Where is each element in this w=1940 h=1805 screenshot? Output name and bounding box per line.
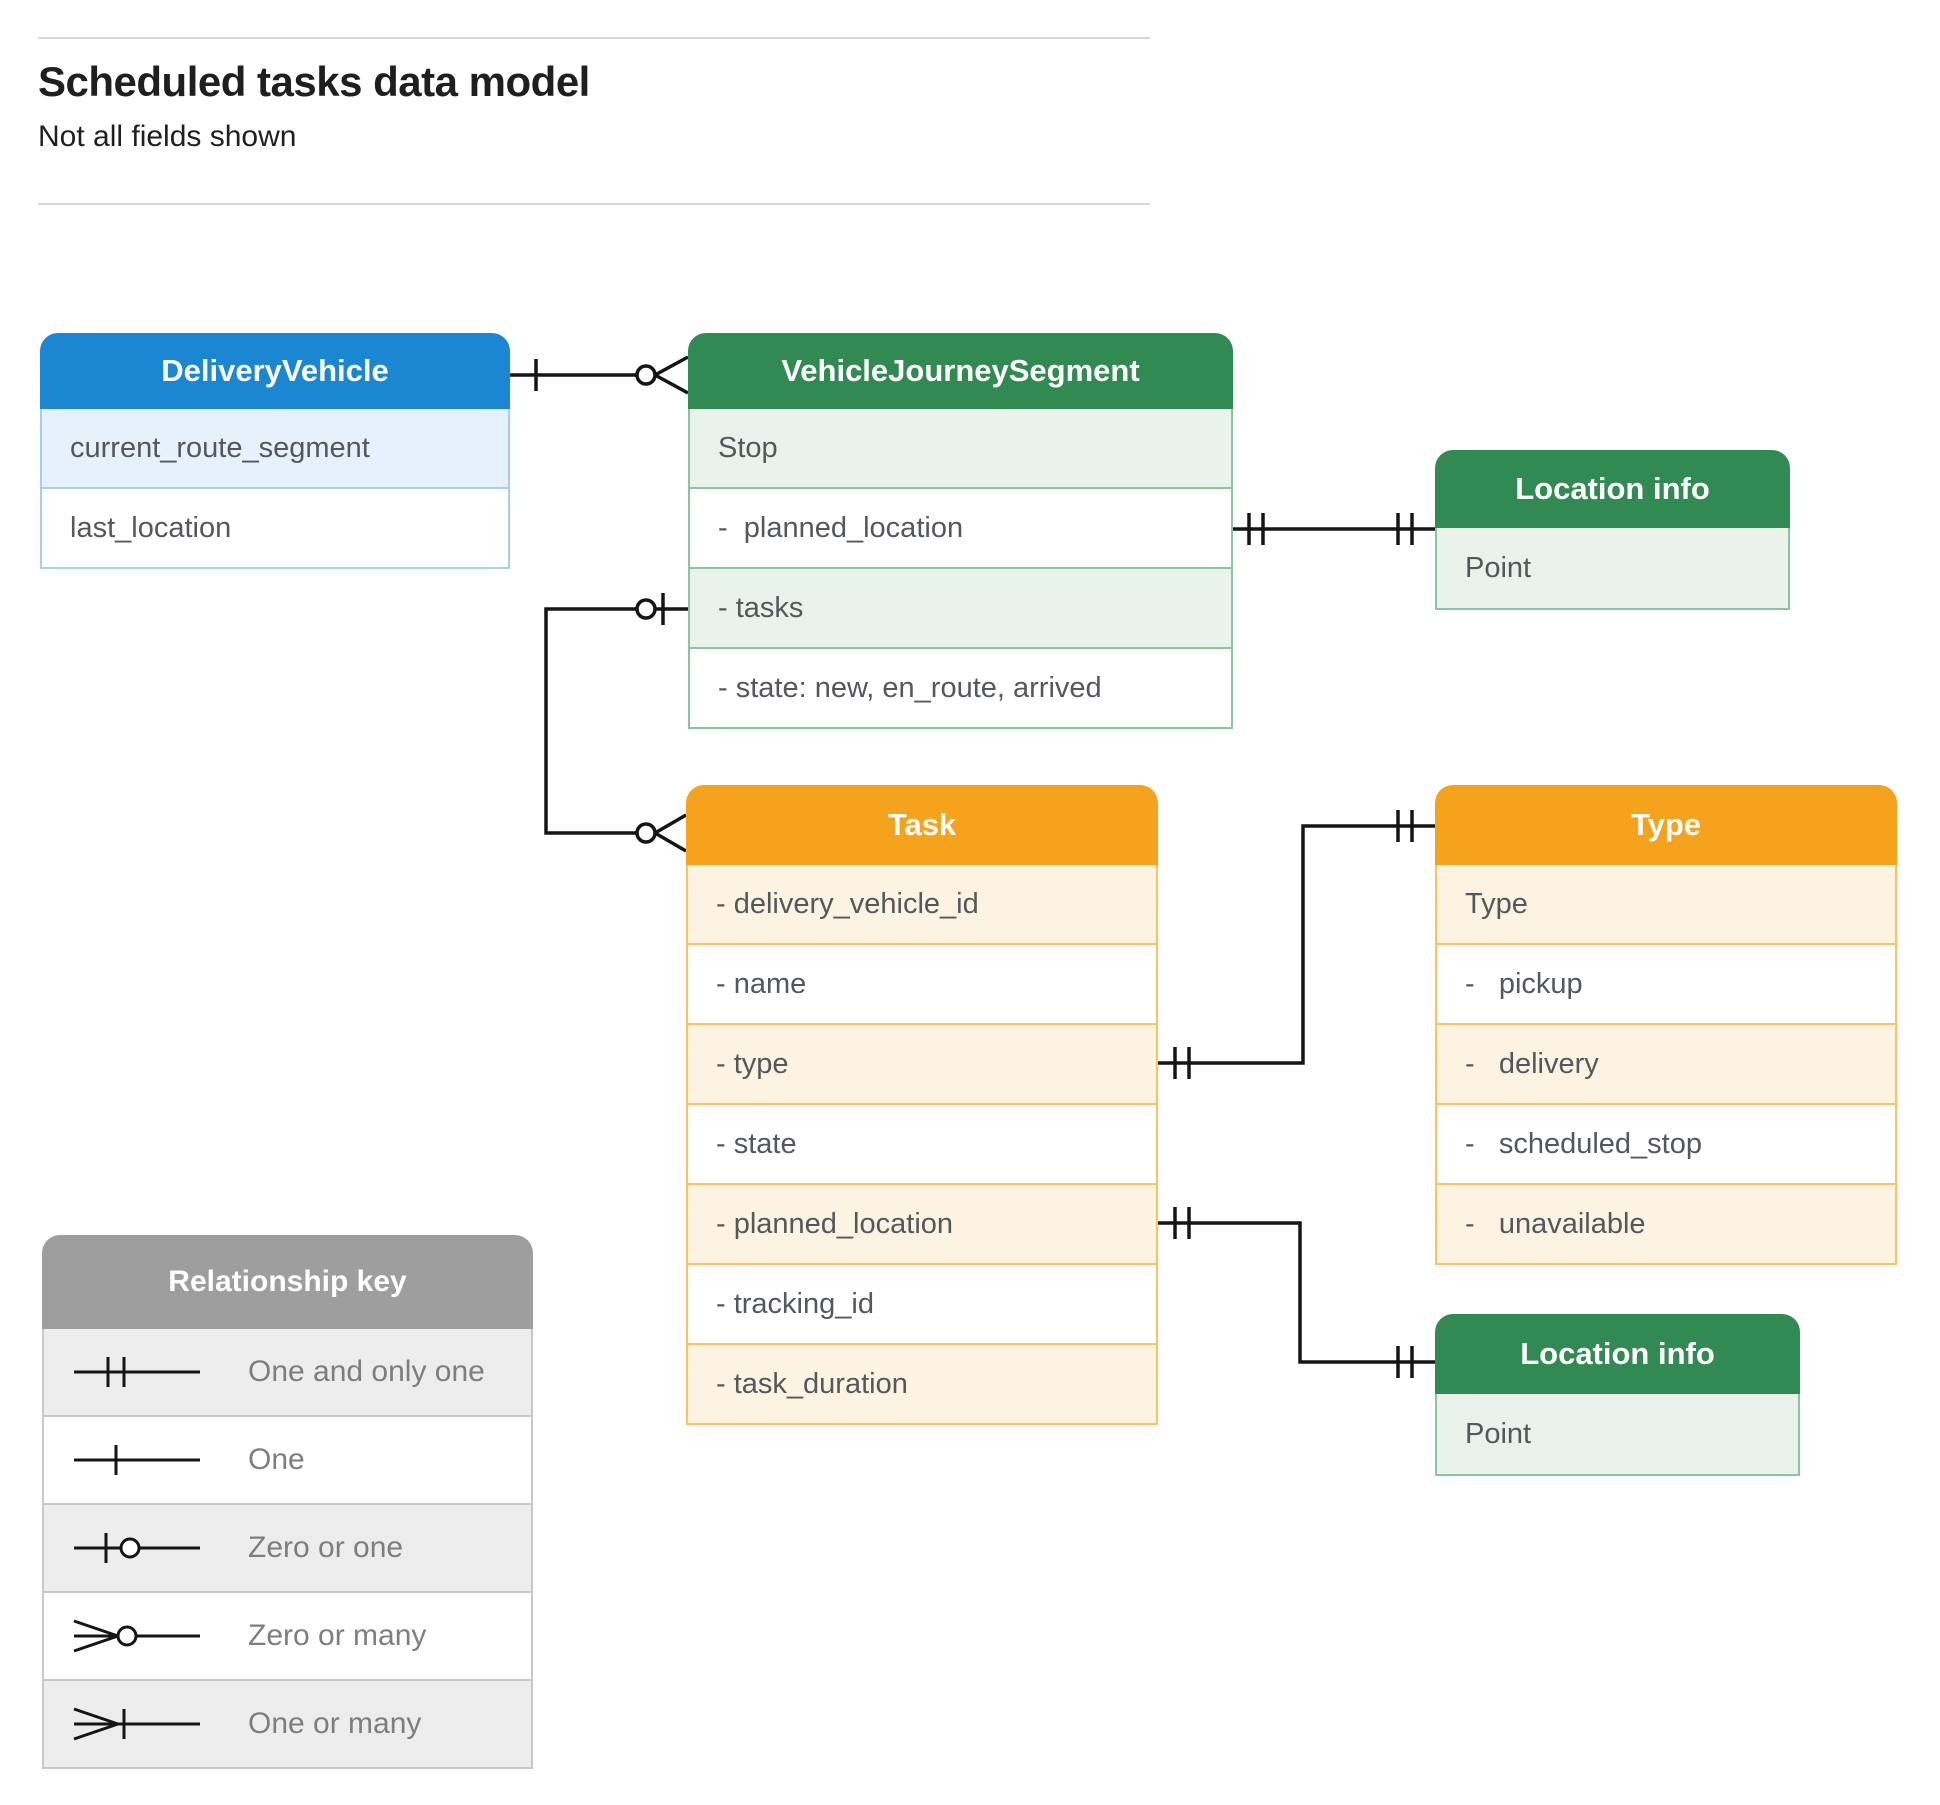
field-row: - type [688, 1023, 1156, 1103]
entity-delivery-vehicle: DeliveryVehicle current_route_segment la… [40, 333, 510, 569]
field-row: current_route_segment [42, 409, 508, 487]
relationship-key-body: One and only one One Zero or one Zero or… [42, 1329, 533, 1769]
field-row: - tasks [690, 567, 1231, 647]
page-subtitle: Not all fields shown [38, 120, 297, 153]
connector-deliveryvehicle-vehiclejourneysegment [510, 355, 689, 395]
legend-label: Zero or many [248, 1619, 427, 1652]
field-row: - pickup [1437, 943, 1895, 1023]
field-row: Point [1437, 528, 1788, 608]
field-label: Point [1465, 551, 1532, 584]
field-label: Point [1465, 1417, 1532, 1450]
field-label: current_route_segment [70, 431, 370, 464]
field-label: - pickup [1465, 967, 1583, 1000]
field-label: - tasks [718, 591, 804, 624]
field-label: - task_duration [716, 1367, 908, 1400]
entity-header: Task [686, 785, 1158, 865]
connector-vehiclejourneysegment-locationinfo [1233, 513, 1435, 545]
field-row: - delivery [1437, 1023, 1895, 1103]
entity-body: Point [1435, 528, 1790, 610]
legend-item: Zero or one [44, 1503, 531, 1591]
legend-item: One and only one [44, 1329, 531, 1415]
field-label: - delivery_vehicle_id [716, 887, 979, 920]
field-label: - state: new, en_route, arrived [718, 671, 1102, 704]
entity-body: Stop - planned_location - tasks - state:… [688, 409, 1233, 729]
field-label: - planned_location [716, 1207, 954, 1240]
entity-location-info-bottom: Location info Point [1435, 1314, 1800, 1476]
page-title: Scheduled tasks data model [38, 58, 590, 105]
connector-task-type [1158, 810, 1435, 1079]
entity-header: DeliveryVehicle [40, 333, 510, 409]
field-label: - scheduled_stop [1465, 1127, 1702, 1160]
entity-body: - delivery_vehicle_id - name - type - st… [686, 865, 1158, 1425]
field-row: Stop [690, 409, 1231, 487]
one-icon [74, 1445, 200, 1475]
field-label: Type [1465, 887, 1528, 920]
legend-item: One or many [44, 1679, 531, 1767]
field-row: Type [1437, 865, 1895, 943]
field-row: - planned_location [690, 487, 1231, 567]
entity-header: VehicleJourneySegment [688, 333, 1233, 409]
entity-location-info-top: Location info Point [1435, 450, 1790, 610]
zero-or-many-icon [73, 1619, 200, 1653]
field-row: - scheduled_stop [1437, 1103, 1895, 1183]
relationship-key: Relationship key One and only one One Ze… [42, 1235, 533, 1769]
entity-body: Point [1435, 1394, 1800, 1476]
entity-vehicle-journey-segment: VehicleJourneySegment Stop - planned_loc… [688, 333, 1233, 729]
field-label: - unavailable [1465, 1207, 1646, 1240]
connector-task-locationinfo [1158, 1207, 1435, 1378]
one-and-only-one-icon [74, 1357, 200, 1387]
field-row: - unavailable [1437, 1183, 1895, 1263]
entity-type: Type Type - pickup - delivery - schedule… [1435, 785, 1897, 1265]
legend-label: One and only one [248, 1355, 485, 1388]
zero-or-one-icon [74, 1533, 200, 1563]
field-label: Stop [718, 431, 778, 464]
entity-header: Location info [1435, 450, 1790, 528]
one-or-many-icon [73, 1707, 200, 1741]
entity-body: Type - pickup - delivery - scheduled_sto… [1435, 865, 1897, 1265]
field-row: - delivery_vehicle_id [688, 865, 1156, 943]
field-row: - state: new, en_route, arrived [690, 647, 1231, 727]
legend-label: One or many [248, 1707, 422, 1740]
legend-item: One [44, 1415, 531, 1503]
field-label: - state [716, 1127, 797, 1160]
field-row: Point [1437, 1394, 1798, 1474]
entity-header: Location info [1435, 1314, 1800, 1394]
entity-body: current_route_segment last_location [40, 409, 510, 569]
field-label: - tracking_id [716, 1287, 874, 1320]
field-label: - type [716, 1047, 789, 1080]
title-bottom-rule [38, 203, 1150, 205]
entity-task: Task - delivery_vehicle_id - name - type… [686, 785, 1158, 1425]
entity-header: Type [1435, 785, 1897, 865]
legend-label: Zero or one [248, 1531, 404, 1564]
field-row: - state [688, 1103, 1156, 1183]
field-label: - delivery [1465, 1047, 1599, 1080]
legend-item: Zero or many [44, 1591, 531, 1679]
field-row: - name [688, 943, 1156, 1023]
field-label: - planned_location [718, 511, 964, 544]
relationship-key-header: Relationship key [42, 1235, 533, 1329]
connector-vehiclejourneysegment-task [544, 593, 688, 853]
legend-label: One [248, 1443, 305, 1476]
field-label: - name [716, 967, 807, 1000]
field-row: - task_duration [688, 1343, 1156, 1423]
top-rule [38, 37, 1150, 39]
field-label: last_location [70, 511, 232, 544]
field-row: - tracking_id [688, 1263, 1156, 1343]
field-row: last_location [42, 487, 508, 567]
field-row: - planned_location [688, 1183, 1156, 1263]
